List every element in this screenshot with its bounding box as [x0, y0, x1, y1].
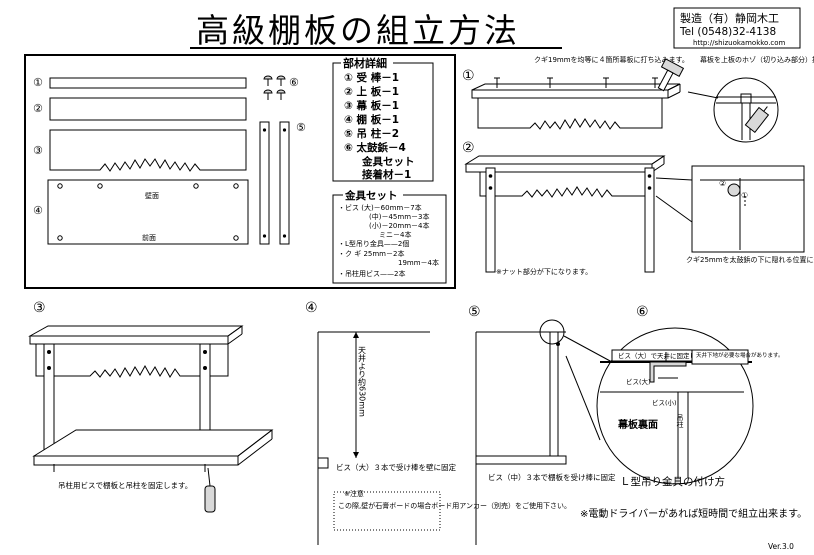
step-6-big-screw-label: ビス(大) — [626, 377, 651, 386]
step-6-post-label: 吊柱 — [676, 414, 684, 429]
hardware-line-1: ・ビス (大)－60mm－7本 — [338, 203, 422, 212]
marker-6: ⑥ — [289, 76, 299, 89]
step-1-glue-note: 幕板を上板のホゾ（切り込み部分）接着材をつけてはめ込みます。 — [700, 55, 814, 64]
maker-name: 製造（有）静岡木工 — [680, 11, 779, 25]
step-2-detail-box — [691, 165, 805, 253]
parts-panel: ① ② ③ ④ ⑤ ⑥ 壁面 前面 — [24, 54, 456, 289]
part-support-bar — [49, 77, 247, 89]
parts-item-2: ② 上 板－1 — [344, 85, 399, 98]
step-4-number: ④ — [305, 300, 318, 316]
maker-tel: Tel (0548)32-4138 — [679, 26, 776, 38]
marker-5: ⑤ — [296, 121, 306, 134]
part-hanging-post-left — [259, 121, 270, 245]
hammer-icon — [657, 58, 685, 92]
marker-3: ③ — [33, 144, 43, 157]
step-2-nut-note: ※ナット部分が下になります。 — [496, 267, 592, 276]
step-1: ① クギ19mmを均等に４箇所幕板に打ち込みます。 幕板を上板のホゾ（切り込み部… — [462, 55, 814, 143]
step-6-caption: Ｌ型吊り金具の付け方 — [620, 475, 725, 488]
hardware-line-3: (小)－20mm－4本 — [369, 221, 429, 230]
step-5-detail-circle — [539, 319, 565, 345]
label-wall-side: 壁面 — [145, 191, 159, 200]
parts-item-7: 金具セット — [361, 155, 415, 168]
part-top-board — [49, 97, 247, 121]
parts-item-4: ④ 棚 板－1 — [344, 113, 399, 126]
step-2-marker-a: ② — [719, 179, 726, 188]
step-1-nail-note: クギ19mmを均等に４箇所幕板に打ち込みます。 — [534, 55, 689, 64]
step-4-dimension: 天井より約630mm — [358, 346, 367, 417]
step-6-small-screw-label: ビス(小) — [652, 398, 677, 407]
step-4-note: ビス（大）３本で受け棒を壁に固定 — [336, 462, 456, 472]
step-5-note: ビス（中）３本で棚板を受け棒に固定 — [488, 472, 616, 482]
step-2-number: ② — [462, 140, 475, 156]
step-4-caution-body: この際,壁が石膏ボードの場合ボード用アンカー（別売）をご使用下さい。 — [338, 501, 571, 510]
step-3-number: ③ — [33, 300, 46, 316]
step-5: ⑤ ビス（中）３本で棚板を受け棒に固定 — [468, 304, 616, 545]
step-6-number: ⑥ — [636, 304, 649, 320]
version-label: Ver.3.0 — [768, 542, 794, 551]
part-shelf-board — [47, 179, 249, 245]
parts-item-3: ③ 幕 板－1 — [344, 99, 399, 112]
step-2: ② ※ナット部分が下になります。 ② ① クギ25mmを太鼓鋲の下に隠れる位置に… — [462, 140, 814, 276]
step-6-panel-label: 幕板裏面 — [617, 418, 658, 431]
hardware-line-5: ・L型吊り金具——2個 — [338, 239, 409, 248]
hardware-line-6: ・ク ギ 25mm－2本 — [338, 249, 404, 258]
step-6-ceiling-note: 天井下地が必要な場合があります。 — [696, 351, 783, 359]
hardware-line-8: ・吊柱用ビス——2本 — [338, 269, 405, 278]
glue-bottle-icon — [744, 106, 770, 134]
hardware-line-7: 19mm－4本 — [398, 258, 439, 267]
part-decorative-tacks — [263, 75, 286, 100]
screwdriver-icon — [204, 467, 216, 513]
parts-list: 部材詳細 ① 受 棒－1 ② 上 板－1 ③ 幕 板－1 ④ 棚 板－1 ⑤ 吊… — [332, 56, 434, 182]
hardware-line-4: ミニ－4本 — [379, 230, 411, 239]
step-3-note: 吊柱用ビスで棚板と吊柱を固定します。 — [58, 480, 192, 490]
step-6-detail-circle — [596, 327, 754, 485]
step-6: ⑥ ビス（大）で天井に固定します。 天井下地が必要な場合があります。 ビス(大)… — [563, 304, 783, 488]
maker-url: http://shizuokamokko.com — [693, 39, 786, 47]
footer-note: ※電動ドライバーがあれば短時間で組立出来ます。 — [580, 507, 807, 520]
marker-4: ④ — [33, 204, 43, 217]
parts-list-heading: 部材詳細 — [343, 56, 387, 70]
hardware-line-2: (中)－45mm－3本 — [369, 212, 429, 221]
part-apron — [49, 129, 247, 172]
parts-item-5: ⑤ 吊 柱－2 — [344, 127, 399, 140]
hardware-set: 金具セット ・ビス (大)－60mm－7本 (中)－45mm－3本 (小)－20… — [332, 189, 447, 284]
hardware-heading: 金具セット — [344, 189, 398, 202]
maker-box: 製造（有）静岡木工 Tel (0548)32-4138 http://shizu… — [673, 7, 801, 49]
step-4-caution-title: ※注意 — [344, 489, 364, 498]
label-front-side: 前面 — [142, 233, 156, 242]
parts-item-6: ⑥ 太鼓鋲－4 — [344, 141, 406, 154]
step-1-detail-circle — [713, 77, 779, 143]
page-title: 高級棚板の組立方法 — [196, 11, 520, 50]
step-2-marker-b: ① — [741, 191, 748, 200]
parts-item-8: 接着材－1 — [362, 168, 411, 181]
parts-item-1: ① 受 棒－1 — [344, 71, 399, 84]
marker-1: ① — [33, 76, 43, 89]
step-1-number: ① — [462, 68, 475, 84]
step-5-number: ⑤ — [468, 304, 481, 320]
step-4: ④ 天井より約630mm ビス（大）３本で受け棒を壁に固定 ※注意 この際,壁が… — [305, 300, 571, 545]
marker-2: ② — [33, 102, 43, 115]
part-hanging-post-right — [279, 121, 290, 245]
step-3: ③ 吊柱用ビスで棚板と吊柱を固定します。 — [28, 300, 274, 513]
step-2-tack-note: クギ25mmを太鼓鋲の下に隠れる位置に先に打ち込みます。 — [686, 255, 814, 264]
